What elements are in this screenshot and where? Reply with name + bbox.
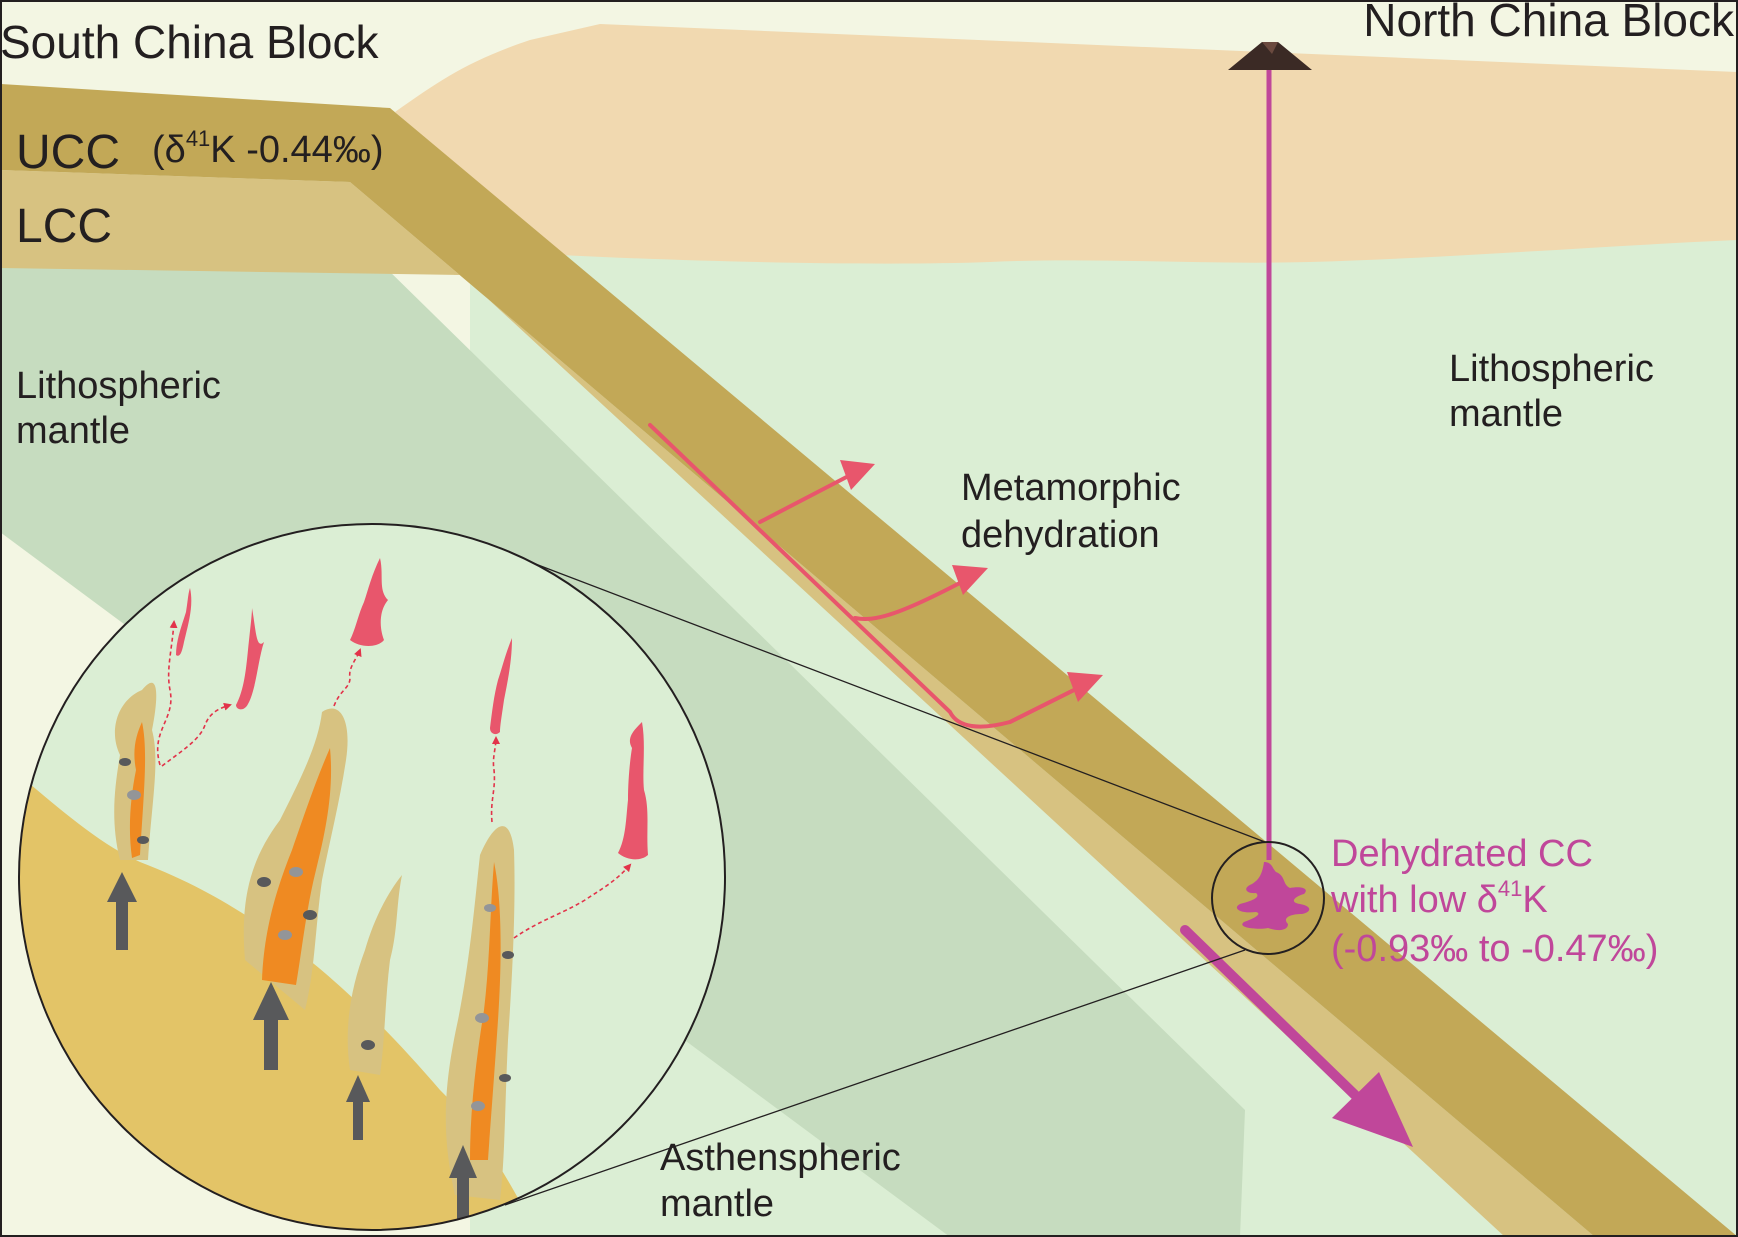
zoom-source-circle	[1211, 841, 1325, 955]
arrow-icon	[758, 468, 864, 524]
ucc-isotope-suffix: K -0.44‰)	[210, 129, 383, 171]
lithospheric-mantle-right-label: Lithospheric mantle	[1449, 348, 1664, 435]
lcc-label: LCC	[16, 200, 112, 253]
arrow-icon	[952, 565, 988, 595]
zoom-inset-border	[18, 523, 726, 1231]
up-arrow-icon	[253, 982, 289, 1070]
dehydration-arrows	[648, 423, 1103, 729]
melt-core	[470, 862, 501, 1160]
ucc-isotope-prefix: (δ	[152, 129, 186, 171]
dehydrated-cc-suffix: K	[1522, 879, 1547, 921]
asthenospheric-mantle-label: Asthenspheric mantle	[660, 1137, 911, 1225]
zoom-connector-line	[524, 559, 1266, 843]
up-arrow-icon	[346, 1075, 370, 1140]
fluid-blobs	[176, 558, 648, 860]
arrow-icon	[161, 702, 232, 767]
up-arrow-icon	[449, 1145, 477, 1220]
volcano-icon	[1228, 42, 1312, 70]
arrow-icon	[1180, 925, 1360, 1100]
arrow-icon	[490, 736, 500, 823]
ucc-isotope-mass: 41	[186, 126, 210, 151]
arrow-icon	[156, 620, 178, 766]
fluid-blob	[236, 608, 264, 710]
ucc-isotope-label: (δ41K -0.44‰)	[152, 126, 383, 171]
fluid-blob	[176, 588, 192, 656]
south-china-block-label: South China Block	[0, 16, 379, 68]
melt-core	[262, 748, 332, 985]
fluid-blob	[490, 638, 512, 735]
north-china-block-label: North China Block	[1363, 0, 1735, 46]
dehydrated-cc-mass: 41	[1498, 876, 1522, 901]
arrow-icon	[1332, 1072, 1413, 1147]
lithospheric-mantle-left-label: Lithospheric mantle	[16, 365, 231, 452]
melt-core	[129, 722, 146, 858]
ucc-label: UCC	[16, 126, 120, 179]
subduction-arrow	[1180, 925, 1413, 1147]
fluid-blob	[618, 722, 648, 860]
zoom-inset	[18, 523, 726, 1231]
zoom-connector-line	[504, 949, 1246, 1206]
dehydrated-cc-prefix: with low δ	[1330, 879, 1498, 921]
mineral-grains	[119, 758, 514, 1111]
dehydrated-cc-label: Dehydrated CC	[1331, 833, 1593, 875]
arrow-icon	[513, 863, 632, 939]
lcc-layer	[1, 170, 1594, 1236]
magma-source-blob	[1236, 862, 1310, 931]
ucc-layer	[1, 84, 1737, 1236]
arrow-icon	[853, 573, 979, 621]
melt-vein	[347, 875, 402, 1075]
fluid-blob	[350, 558, 388, 646]
upwelling-arrows	[107, 872, 477, 1220]
melt-vein	[114, 682, 157, 860]
dehydrated-cc-range-label: (-0.93‰ to -0.47‰)	[1331, 928, 1658, 970]
fluid-migration-paths	[156, 620, 632, 939]
north-china-crust	[395, 24, 1737, 264]
arrow-icon	[1067, 672, 1103, 702]
arrow-icon	[840, 460, 875, 490]
dehydrated-cc-isotope-label: with low δ41K	[1330, 876, 1548, 921]
up-arrow-icon	[107, 872, 137, 950]
metamorphic-dehydration-label: Metamorphic dehydration	[961, 467, 1191, 556]
